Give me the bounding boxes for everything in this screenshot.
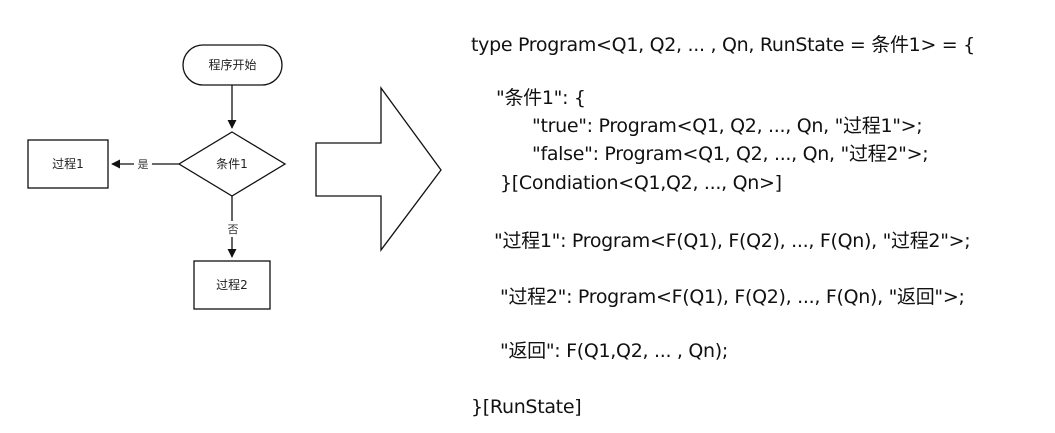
edge-yes-label: 是 — [138, 158, 149, 171]
code-line-process2: "过程2": Program<F(Q1), F(Q2), ..., F(Qn),… — [500, 286, 965, 308]
big-right-arrow-icon — [315, 86, 442, 252]
process2-node-label: 过程2 — [216, 277, 248, 292]
code-line-condition-key: "条件1": { — [496, 87, 586, 109]
condition-node-label: 条件1 — [216, 157, 248, 171]
process2-node — [193, 260, 271, 310]
edge-no-label: 否 — [228, 223, 239, 236]
code-line-false-branch: "false": Program<Q1, Q2, ..., Qn, "过程2">… — [532, 143, 929, 165]
code-line-return: "返回": F(Q1,Q2, ... , Qn); — [500, 340, 729, 362]
code-line-runstate-close: }[RunState] — [471, 396, 582, 418]
code-line-process1: "过程1": Program<F(Q1), F(Q2), ..., F(Qn),… — [494, 230, 971, 252]
process1-node — [27, 139, 109, 189]
start-node-label: 程序开始 — [208, 57, 256, 72]
code-line-condition-close: }[Condiation<Q1,Q2, ..., Qn>] — [500, 172, 782, 194]
process1-node-label: 过程1 — [52, 156, 84, 171]
code-line-type-declaration: type Program<Q1, Q2, ... , Qn, RunState … — [471, 34, 975, 56]
code-line-true-branch: "true": Program<Q1, Q2, ..., Qn, "过程1">; — [532, 115, 923, 137]
